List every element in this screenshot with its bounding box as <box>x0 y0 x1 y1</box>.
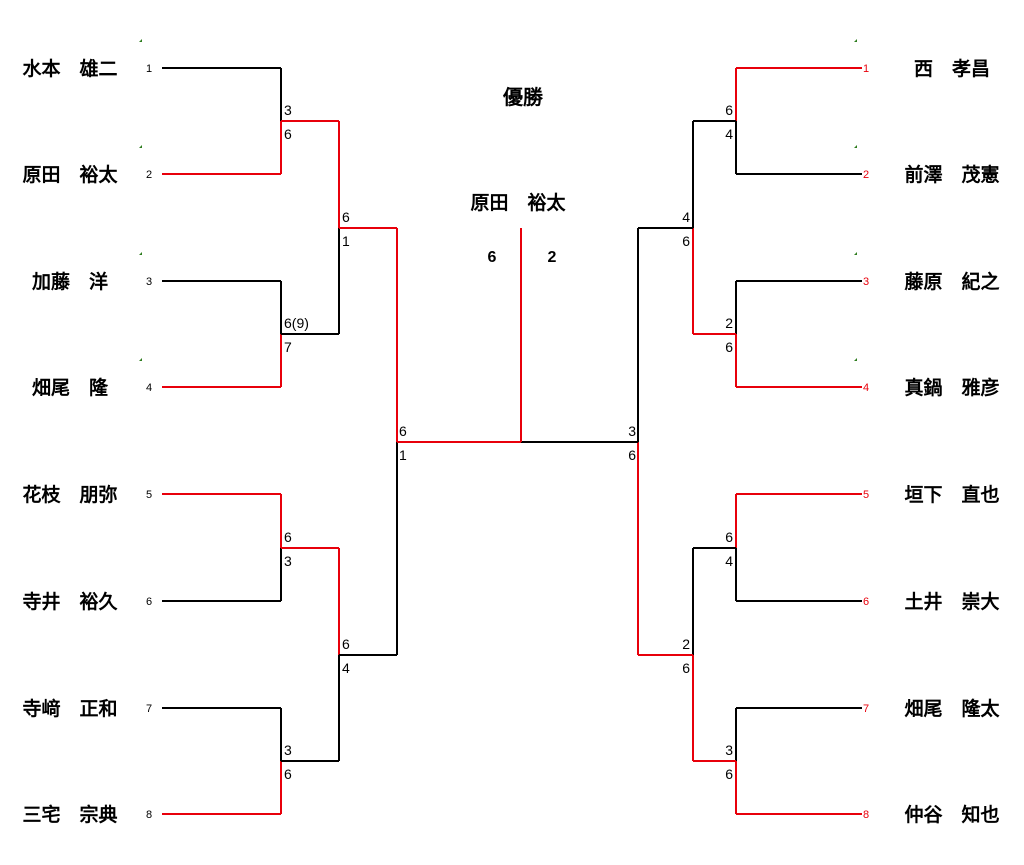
left-r1-score-top: 6(9) <box>284 315 309 331</box>
left-r2-score-top: 6 <box>342 209 350 225</box>
right-player-seed: 7 <box>863 703 869 715</box>
right-r1-score-top: 6 <box>725 529 733 545</box>
right-r3-score-bottom: 6 <box>628 447 636 463</box>
right-r1-score-bottom: 4 <box>725 553 733 569</box>
right-corner-mark <box>854 358 857 361</box>
right-player-name: 土井 崇大 <box>904 590 999 613</box>
left-player-name: 花枝 朋弥 <box>22 483 117 506</box>
left-r1-score-bottom: 3 <box>284 553 292 569</box>
right-r2-score-top: 4 <box>682 209 690 225</box>
left-r3-score-top: 6 <box>399 423 407 439</box>
left-r2-score-top: 6 <box>342 636 350 652</box>
right-player-seed: 2 <box>863 169 869 181</box>
left-player-name: 寺﨑 正和 <box>22 697 117 720</box>
left-r1-score-bottom: 6 <box>284 126 292 142</box>
left-r1-score-top: 3 <box>284 742 292 758</box>
left-corner-mark <box>139 145 142 148</box>
right-r1-score-bottom: 6 <box>725 339 733 355</box>
right-player-name: 西 孝昌 <box>914 58 990 80</box>
right-corner-mark <box>854 145 857 148</box>
right-player-seed: 6 <box>863 596 869 608</box>
final-score-right: 2 <box>548 249 557 266</box>
right-r2-score-top: 2 <box>682 636 690 652</box>
left-r2-score-bottom: 4 <box>342 660 350 676</box>
right-player-seed: 3 <box>863 276 869 288</box>
left-r1-score-bottom: 6 <box>284 766 292 782</box>
left-player-name: 原田 裕太 <box>22 163 118 186</box>
right-player-name: 真鍋 雅彦 <box>904 376 999 399</box>
left-player-seed: 6 <box>146 596 152 608</box>
right-player-name: 前澤 茂憲 <box>904 163 999 186</box>
left-player-seed: 4 <box>146 382 152 394</box>
bracket-labels: 水本 雄二 1 原田 裕太 2 加藤 洋 3 畑尾 隆 4 花枝 朋弥 5 寺井 裕久 6 寺﨑 正和 7… <box>22 39 1000 826</box>
left-r2-score-bottom: 1 <box>342 233 350 249</box>
right-player-name: 仲谷 知也 <box>904 803 999 826</box>
bracket-lines <box>162 67 862 815</box>
right-r2-score-bottom: 6 <box>682 660 690 676</box>
left-player-name: 水本 雄二 <box>22 57 117 80</box>
right-r1-score-bottom: 4 <box>725 126 733 142</box>
left-player-seed: 7 <box>146 703 152 715</box>
right-player-seed: 5 <box>863 489 869 501</box>
left-player-seed: 1 <box>146 63 152 75</box>
left-corner-mark <box>139 252 142 255</box>
left-player-seed: 8 <box>146 809 152 821</box>
left-player-name: 三宅 宗典 <box>22 803 117 826</box>
left-corner-mark <box>139 39 142 42</box>
left-corner-mark <box>139 358 142 361</box>
right-corner-mark <box>854 252 857 255</box>
left-player-name: 寺井 裕久 <box>22 590 118 613</box>
right-r1-score-top: 6 <box>725 102 733 118</box>
left-player-seed: 5 <box>146 489 152 501</box>
left-player-name: 加藤 洋 <box>31 270 108 293</box>
right-player-seed: 8 <box>863 809 869 821</box>
right-r1-score-top: 2 <box>725 315 733 331</box>
right-r1-score-bottom: 6 <box>725 766 733 782</box>
right-player-name: 垣下 直也 <box>904 483 999 506</box>
champion-title: 優勝 <box>502 85 544 109</box>
left-r1-score-top: 6 <box>284 529 292 545</box>
right-r3-score-top: 3 <box>628 423 636 439</box>
right-corner-mark <box>854 39 857 42</box>
left-player-seed: 3 <box>146 276 152 288</box>
left-player-seed: 2 <box>146 169 152 181</box>
left-r1-score-bottom: 7 <box>284 339 292 355</box>
right-player-seed: 4 <box>863 382 869 394</box>
right-player-name: 藤原 紀之 <box>904 270 999 293</box>
champion-name: 原田 裕太 <box>470 191 566 214</box>
left-r3-score-bottom: 1 <box>399 447 407 463</box>
right-r1-score-top: 3 <box>725 742 733 758</box>
right-player-seed: 1 <box>863 63 869 75</box>
final-score-left: 6 <box>488 249 497 266</box>
right-player-name: 畑尾 隆太 <box>904 697 1000 720</box>
right-r2-score-bottom: 6 <box>682 233 690 249</box>
left-player-name: 畑尾 隆 <box>32 376 109 399</box>
left-r1-score-top: 3 <box>284 102 292 118</box>
